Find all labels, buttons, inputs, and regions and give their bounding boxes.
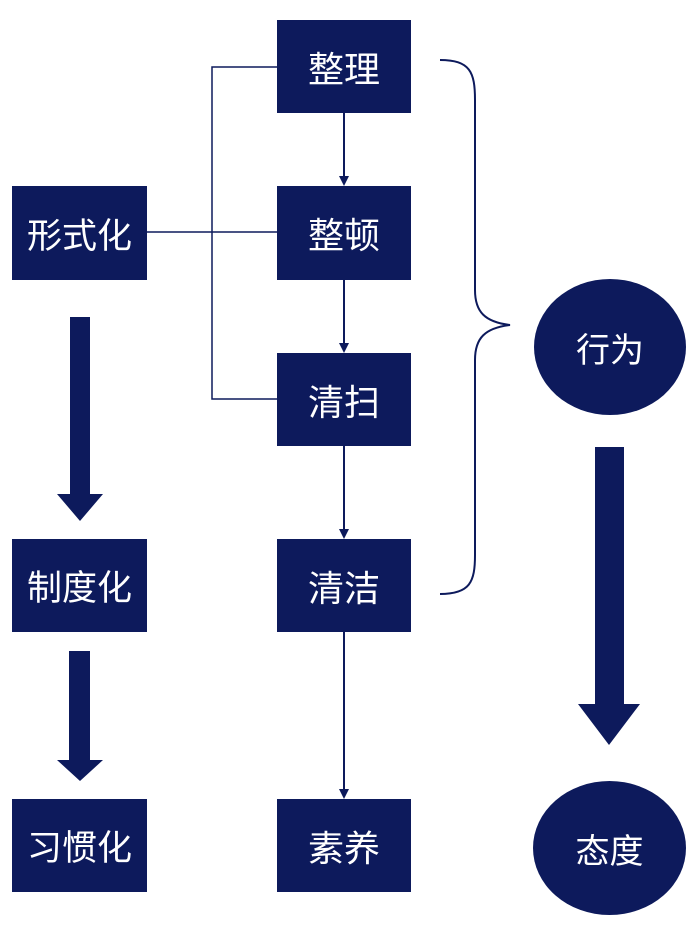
arrow-behavior-to-attitude (578, 447, 640, 745)
node-formalization: 形式化 (12, 186, 147, 280)
node-seiri: 整理 (277, 20, 411, 113)
node-institutionalization: 制度化 (12, 539, 147, 632)
node-attitude: 态度 (533, 781, 686, 915)
arrow-institutionalization-to-habituation (57, 651, 103, 781)
link-formalization-bracket (211, 66, 277, 400)
node-seiketsu: 清洁 (277, 539, 411, 632)
node-seiso: 清扫 (277, 353, 411, 446)
node-seiton: 整顿 (277, 186, 411, 280)
node-behavior: 行为 (534, 279, 686, 415)
node-habituation: 习惯化 (12, 799, 147, 892)
curly-brace (439, 59, 511, 595)
node-shitsuke: 素养 (277, 799, 411, 892)
arrow-formalization-to-institutionalization (57, 317, 103, 521)
